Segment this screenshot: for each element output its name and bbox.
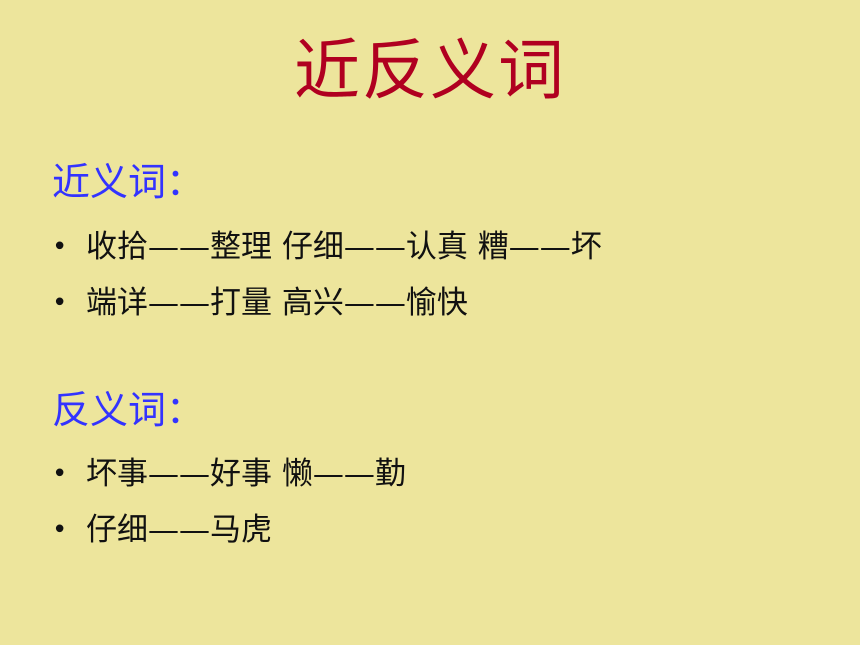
list-item-text: 端详——打量 高兴——愉快 [86, 284, 468, 321]
list-item: • 端详——打量 高兴——愉快 [52, 275, 602, 331]
list-item-text: 仔细——马虎 [86, 511, 272, 548]
list-item: • 仔细——马虎 [52, 502, 406, 558]
list-item-text: 坏事——好事 懒——勤 [86, 455, 406, 492]
section-heading-synonyms: 近义词： [52, 160, 205, 204]
synonyms-list: • 收拾——整理 仔细——认真 糟——坏 • 端详——打量 高兴——愉快 [52, 219, 602, 331]
list-item: • 坏事——好事 懒——勤 [52, 446, 406, 502]
bullet-icon: • [52, 459, 68, 489]
antonyms-list: • 坏事——好事 懒——勤 • 仔细——马虎 [52, 446, 406, 558]
section-heading-antonyms: 反义词： [52, 388, 205, 432]
bullet-icon: • [52, 288, 68, 318]
list-item: • 收拾——整理 仔细——认真 糟——坏 [52, 219, 602, 275]
bullet-icon: • [52, 515, 68, 545]
page-title: 近反义词 [294, 32, 566, 109]
bullet-icon: • [52, 232, 68, 262]
list-item-text: 收拾——整理 仔细——认真 糟——坏 [86, 228, 602, 265]
